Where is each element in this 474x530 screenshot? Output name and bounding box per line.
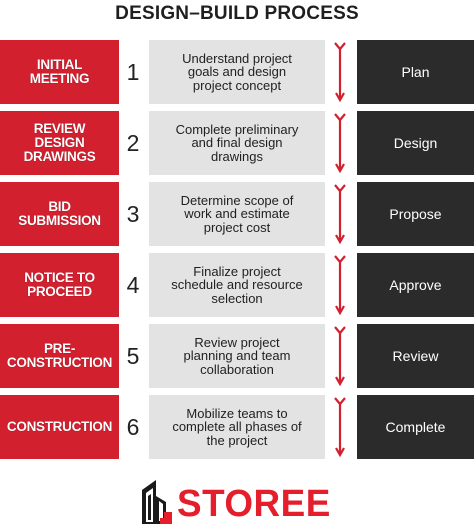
phase-label: Complete <box>357 395 474 459</box>
logo-wordmark: STOREE <box>177 483 331 525</box>
down-arrow-icon <box>334 326 346 387</box>
step-number: 1 <box>126 58 140 85</box>
phase-label: Review <box>357 324 474 388</box>
step-number: 3 <box>126 200 140 227</box>
phase-label: Approve <box>357 253 474 317</box>
stage-label: INITIAL MEETING <box>0 40 119 104</box>
down-arrow-icon <box>334 184 346 245</box>
process-step-2: REVIEW DESIGN DRAWINGS 2 Complete prelim… <box>0 111 474 175</box>
company-logo: STOREE <box>140 478 335 528</box>
stage-label: CONSTRUCTION <box>0 395 119 459</box>
stage-label: REVIEW DESIGN DRAWINGS <box>0 111 119 175</box>
process-step-6: CONSTRUCTION 6 Mobilize teams to complet… <box>0 395 474 459</box>
stage-label: NOTICE TO PROCEED <box>0 253 119 317</box>
down-arrow-icon <box>334 113 346 174</box>
down-arrow-icon <box>334 397 346 458</box>
page-title: DESIGN–BUILD PROCESS <box>115 3 359 24</box>
down-arrow-icon <box>334 42 346 103</box>
process-step-3: BID SUBMISSION 3 Determine scope of work… <box>0 182 474 246</box>
phase-label: Design <box>357 111 474 175</box>
process-step-1: INITIAL MEETING 1 Understand project goa… <box>0 40 474 104</box>
building-icon <box>142 480 172 524</box>
step-number: 5 <box>126 342 140 369</box>
down-arrow-icon <box>334 255 346 316</box>
step-description: Review project planning and team collabo… <box>149 324 325 388</box>
stage-label: PRE- CONSTRUCTION <box>0 324 119 388</box>
step-number: 2 <box>126 129 140 156</box>
step-description: Understand project goals and design proj… <box>149 40 325 104</box>
step-description: Finalize project schedule and resource s… <box>149 253 325 317</box>
step-description: Determine scope of work and estimate pro… <box>149 182 325 246</box>
step-number: 4 <box>126 271 140 298</box>
step-description: Mobilize teams to complete all phases of… <box>149 395 325 459</box>
process-step-5: PRE- CONSTRUCTION 5 Review project plann… <box>0 324 474 388</box>
stage-label: BID SUBMISSION <box>0 182 119 246</box>
phase-label: Plan <box>357 40 474 104</box>
step-description: Complete preliminary and final design dr… <box>149 111 325 175</box>
phase-label: Propose <box>357 182 474 246</box>
step-number: 6 <box>126 413 140 440</box>
process-step-4: NOTICE TO PROCEED 4 Finalize project sch… <box>0 253 474 317</box>
